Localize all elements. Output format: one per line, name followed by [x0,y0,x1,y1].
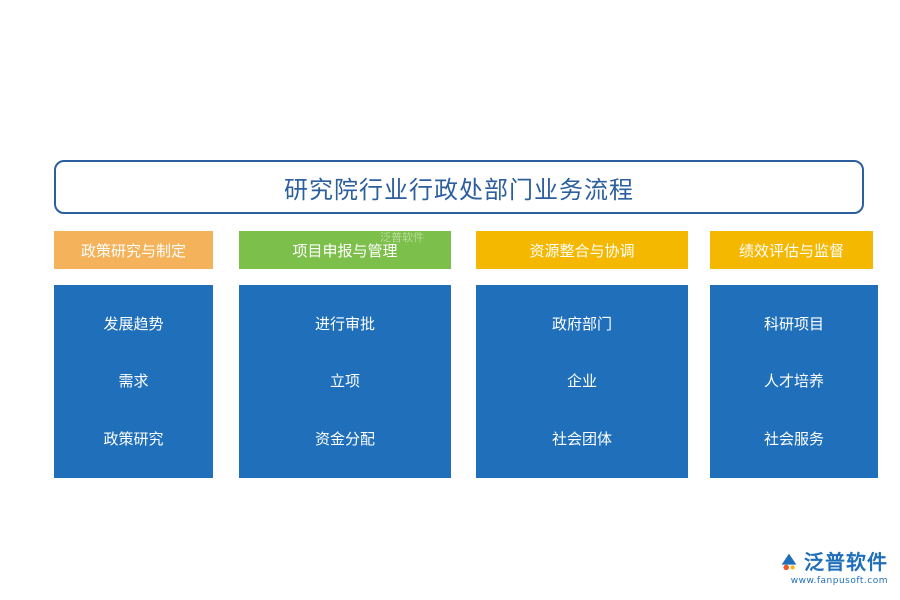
column-header-policy: 政策研究与制定 [54,231,213,269]
column-body-policy: 发展趋势 需求 政策研究 [54,285,213,478]
list-item: 人才培养 [763,372,824,391]
brand-logo: 泛普软件 www.fanpusoft.com [778,546,888,586]
diagram-title-text: 研究院行业行政处部门业务流程 [284,175,634,204]
list-item: 需求 [118,372,149,391]
column-header-project: 项目申报与管理 [239,231,451,269]
list-item: 科研项目 [763,314,824,333]
diagram-title: 研究院行业行政处部门业务流程 [54,160,864,214]
brand-name: 泛普软件 [804,550,888,574]
list-item: 立项 [329,372,360,391]
column-body-resource: 政府部门 企业 社会团体 [476,285,688,478]
list-item: 进行审批 [314,314,375,333]
column-header-resource: 资源整合与协调 [476,231,688,269]
column-header-evaluation: 绩效评估与监督 [710,231,873,269]
column-body-project: 进行审批 立项 资金分配 [239,285,451,478]
list-item: 政府部门 [551,314,612,333]
list-item: 政策研究 [103,430,164,449]
list-item: 发展趋势 [103,314,164,333]
list-item: 企业 [566,372,597,391]
list-item: 社会团体 [551,430,612,449]
list-item: 社会服务 [763,430,824,449]
column-body-evaluation: 科研项目 人才培养 社会服务 [710,285,878,478]
list-item: 资金分配 [314,430,375,449]
fanpu-logo-icon [781,553,797,570]
brand-url: www.fanpusoft.com [790,576,888,586]
